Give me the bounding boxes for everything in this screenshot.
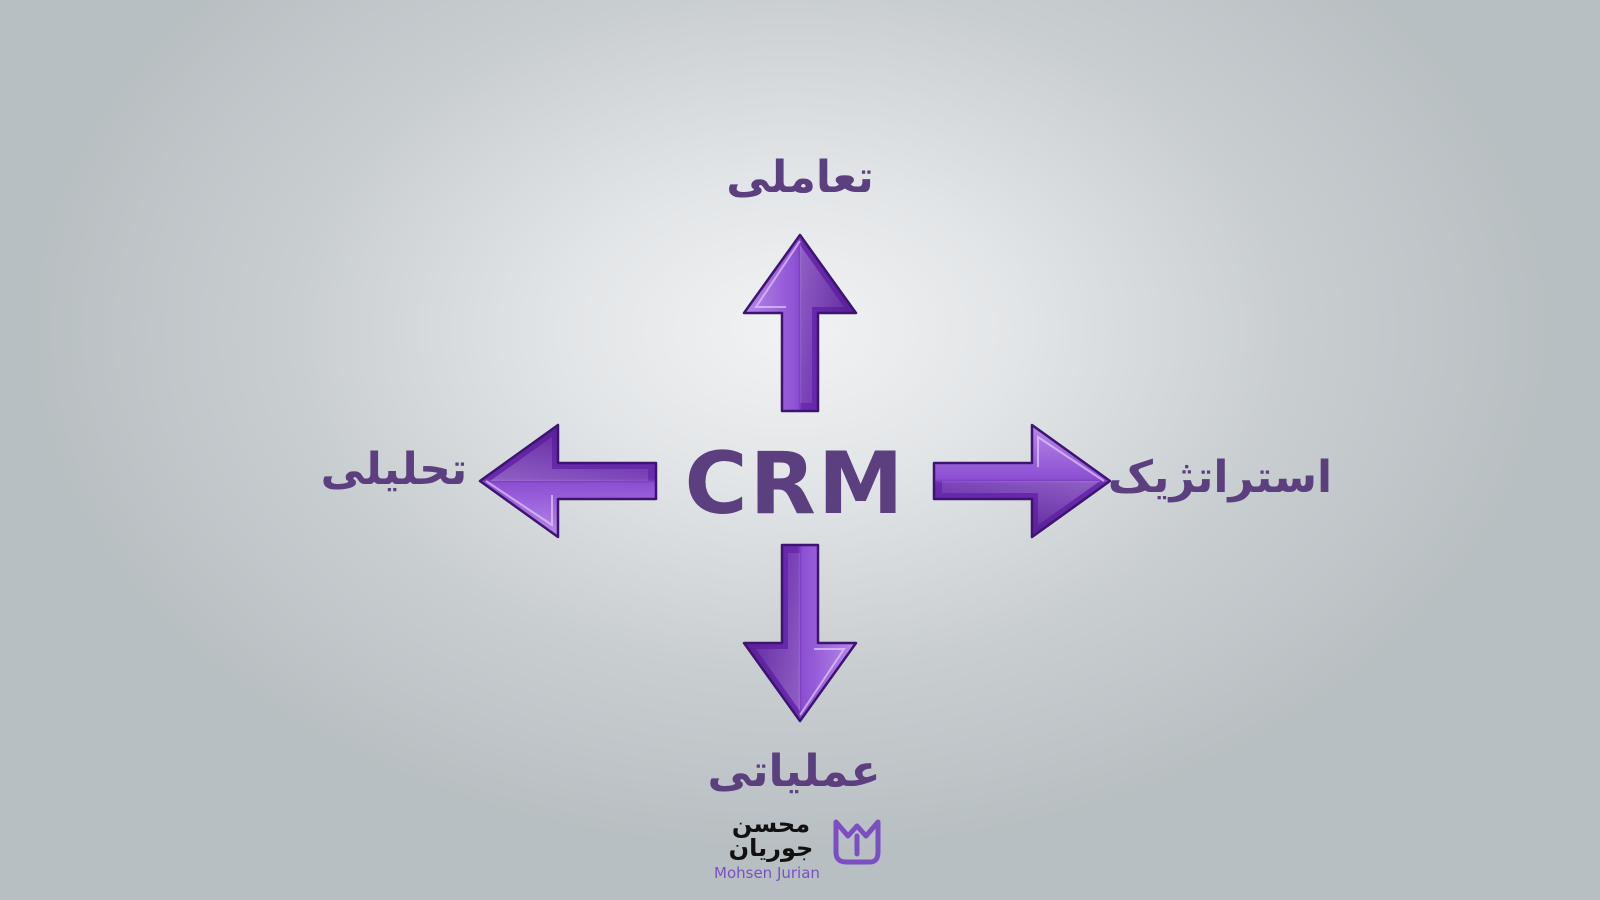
brand-logo: محسن جوریان Mohsen Jurian — [712, 812, 888, 884]
arrow-up-icon — [742, 233, 858, 413]
logo-latin-text: Mohsen Jurian — [714, 864, 820, 882]
diagram-label-left: تحلیلی — [320, 444, 468, 495]
arrow-down-icon — [742, 543, 858, 723]
arrow-right-icon — [932, 423, 1112, 539]
diagram-label-top: تعاملی — [726, 152, 874, 203]
mj-monogram-icon — [833, 819, 881, 865]
diagram-label-bottom: عملیاتی — [707, 746, 881, 797]
center-title: CRM — [684, 434, 906, 534]
logo-persian-text: محسن جوریان — [728, 810, 814, 862]
diagram-label-right: استراتژیک — [1107, 452, 1333, 503]
arrow-left-icon — [478, 423, 658, 539]
